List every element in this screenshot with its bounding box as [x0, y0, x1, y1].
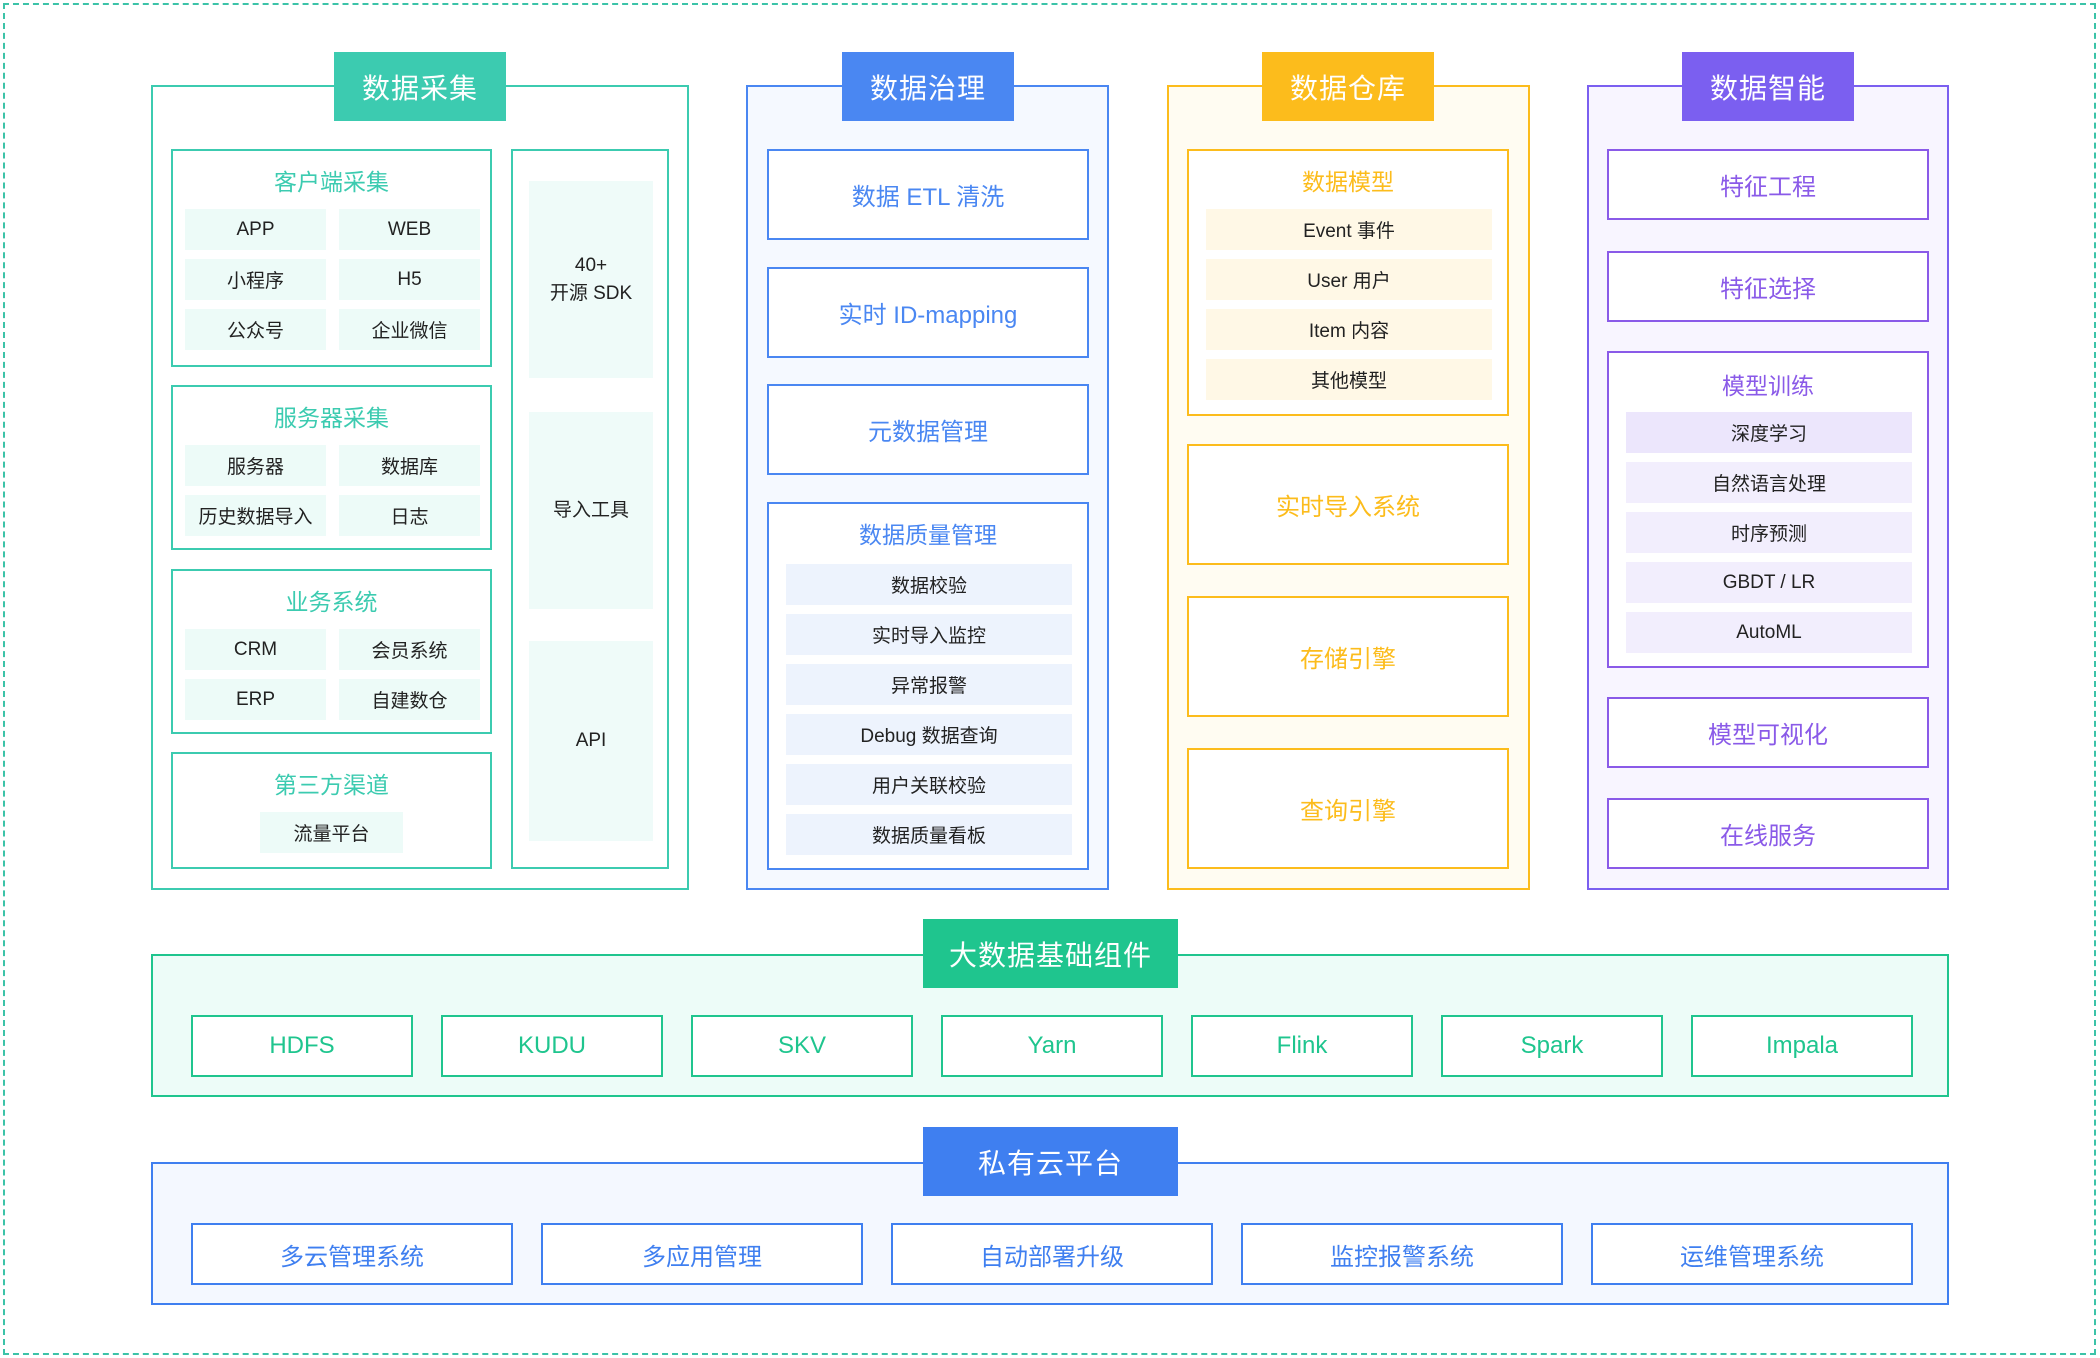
- bigdata-item-flink: Flink: [1191, 1015, 1413, 1077]
- data-quality-box: 数据质量管理 数据校验 实时导入监控 异常报警 Debug 数据查询 用户关联校…: [767, 502, 1089, 870]
- bigdata-item-spark: Spark: [1441, 1015, 1663, 1077]
- cloud-item: 多应用管理: [541, 1223, 863, 1285]
- data-quality-title: 数据质量管理: [859, 522, 997, 548]
- quality-item: 异常报警: [786, 664, 1072, 705]
- server-item: 服务器: [185, 445, 326, 486]
- client-item: H5: [339, 259, 480, 300]
- business-system-box: 业务系统 CRM 会员系统 ERP 自建数仓: [171, 569, 492, 734]
- storage-engine-box: 存储引擎: [1187, 596, 1509, 717]
- online-service-box: 在线服务: [1607, 798, 1929, 869]
- data-model-box: 数据模型 Event 事件 User 用户 Item 内容 其他模型: [1187, 149, 1509, 416]
- diagram-frame: [3, 3, 2096, 1355]
- intelligence-title: 数据智能: [1682, 52, 1854, 121]
- client-item: WEB: [339, 209, 480, 250]
- model-visualization-box: 模型可视化: [1607, 697, 1929, 768]
- data-model-title: 数据模型: [1302, 169, 1394, 195]
- bigdata-title: 大数据基础组件: [923, 919, 1178, 988]
- server-item: 数据库: [339, 445, 480, 486]
- bigdata-item-yarn: Yarn: [941, 1015, 1163, 1077]
- business-item: 会员系统: [339, 629, 480, 670]
- metadata-box: 元数据管理: [767, 384, 1089, 475]
- client-item: APP: [185, 209, 326, 250]
- quality-item: 用户关联校验: [786, 764, 1072, 805]
- bigdata-item-hdfs: HDFS: [191, 1015, 413, 1077]
- cloud-item: 运维管理系统: [1591, 1223, 1913, 1285]
- third-party-title: 第三方渠道: [274, 772, 389, 798]
- client-collection-title: 客户端采集: [274, 169, 389, 195]
- third-party-item: 流量平台: [260, 812, 403, 853]
- model-item: Event 事件: [1206, 209, 1492, 250]
- bigdata-item-impala: Impala: [1691, 1015, 1913, 1077]
- cloud-item: 监控报警系统: [1241, 1223, 1563, 1285]
- business-item: CRM: [185, 629, 326, 670]
- business-system-title: 业务系统: [285, 589, 378, 615]
- api-block: API: [529, 641, 653, 841]
- business-item: ERP: [185, 679, 326, 720]
- model-training-box: 模型训练 深度学习 自然语言处理 时序预测 GBDT / LR AutoML: [1607, 351, 1929, 668]
- realtime-import-box: 实时导入系统: [1187, 444, 1509, 565]
- server-collection-title: 服务器采集: [274, 405, 389, 431]
- import-tool-block: 导入工具: [529, 412, 653, 609]
- cloud-item: 自动部署升级: [891, 1223, 1213, 1285]
- bigdata-item-kudu: KUDU: [441, 1015, 663, 1077]
- feature-selection-box: 特征选择: [1607, 251, 1929, 322]
- server-collection-box: 服务器采集 服务器 数据库 历史数据导入 日志: [171, 385, 492, 550]
- client-item: 公众号: [185, 309, 326, 350]
- bigdata-item-skv: SKV: [691, 1015, 913, 1077]
- quality-item: 数据校验: [786, 564, 1072, 605]
- server-item: 日志: [339, 495, 480, 536]
- third-party-box: 第三方渠道 流量平台: [171, 752, 492, 869]
- warehouse-title: 数据仓库: [1262, 52, 1434, 121]
- cloud-title: 私有云平台: [923, 1127, 1178, 1196]
- query-engine-box: 查询引擎: [1187, 748, 1509, 869]
- server-item: 历史数据导入: [185, 495, 326, 536]
- governance-title: 数据治理: [842, 52, 1014, 121]
- client-item: 小程序: [185, 259, 326, 300]
- quality-item: 实时导入监控: [786, 614, 1072, 655]
- quality-item: 数据质量看板: [786, 814, 1072, 855]
- client-collection-box: 客户端采集 APP WEB 小程序 H5 公众号 企业微信: [171, 149, 492, 367]
- etl-box: 数据 ETL 清洗: [767, 149, 1089, 240]
- training-item: AutoML: [1626, 612, 1912, 653]
- model-training-title: 模型训练: [1722, 373, 1814, 399]
- feature-engineering-box: 特征工程: [1607, 149, 1929, 220]
- collection-title: 数据采集: [334, 52, 506, 121]
- collection-side-box: 40+ 开源 SDK 导入工具 API: [511, 149, 669, 869]
- model-item: Item 内容: [1206, 309, 1492, 350]
- training-item: 深度学习: [1626, 412, 1912, 453]
- model-item: User 用户: [1206, 259, 1492, 300]
- business-item: 自建数仓: [339, 679, 480, 720]
- model-item: 其他模型: [1206, 359, 1492, 400]
- client-item: 企业微信: [339, 309, 480, 350]
- sdk-block: 40+ 开源 SDK: [529, 181, 653, 378]
- id-mapping-box: 实时 ID-mapping: [767, 267, 1089, 358]
- quality-item: Debug 数据查询: [786, 714, 1072, 755]
- training-item: 时序预测: [1626, 512, 1912, 553]
- training-item: 自然语言处理: [1626, 462, 1912, 503]
- cloud-item: 多云管理系统: [191, 1223, 513, 1285]
- training-item: GBDT / LR: [1626, 562, 1912, 603]
